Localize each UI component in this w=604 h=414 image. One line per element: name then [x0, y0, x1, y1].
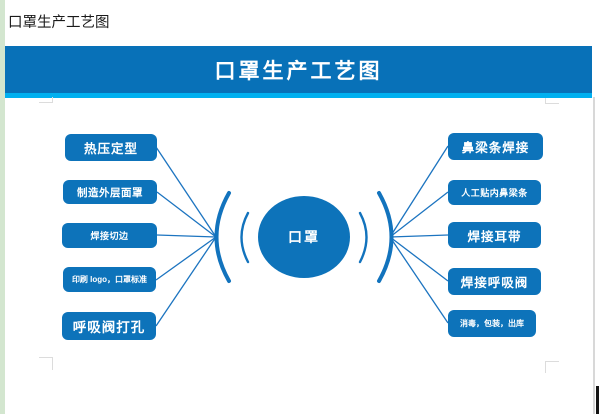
placeholder-corner-mark-top-left — [39, 97, 53, 103]
process-node-left-2[interactable]: 制造外层面罩 — [63, 180, 157, 204]
page-edge-line — [593, 97, 595, 414]
left-margin-strip — [0, 0, 5, 414]
slide-title-bar[interactable]: 口罩生产工艺图 — [5, 46, 592, 93]
inner-paren-right — [358, 211, 368, 264]
process-node-right-5[interactable]: 消毒，包装，出库 — [448, 310, 536, 337]
placeholder-corner-mark-bottom-right — [545, 361, 559, 373]
connector-lines-right — [389, 145, 449, 324]
process-node-right-1[interactable]: 鼻梁条焊接 — [448, 133, 543, 160]
text-cursor — [596, 386, 599, 414]
process-node-left-4[interactable]: 印刷 logo，口罩标准 — [63, 267, 156, 292]
slide-title-text: 口罩生产工艺图 — [214, 59, 383, 83]
placeholder-corner-mark-bottom-left — [39, 357, 53, 370]
process-node-right-4[interactable]: 焊接呼吸阀 — [448, 268, 541, 295]
connector-lines-left — [155, 146, 217, 327]
outer-paren-right — [377, 191, 394, 283]
center-node-label[interactable]: 口罩 — [288, 229, 320, 245]
process-node-right-2[interactable]: 人工贴内鼻梁条 — [448, 180, 541, 205]
outer-paren-left — [214, 191, 231, 283]
document-title: 口罩生产工艺图 — [8, 15, 110, 31]
inner-paren-left — [240, 211, 250, 264]
process-node-right-3[interactable]: 焊接耳带 — [448, 222, 541, 248]
center-circle[interactable] — [258, 196, 350, 278]
placeholder-corner-mark-top-right — [545, 98, 559, 104]
process-node-left-5[interactable]: 呼吸阀打孔 — [62, 312, 156, 340]
process-node-left-1[interactable]: 热压定型 — [65, 134, 157, 161]
process-node-left-3[interactable]: 焊接切边 — [62, 223, 157, 248]
title-accent-strip — [5, 93, 592, 98]
